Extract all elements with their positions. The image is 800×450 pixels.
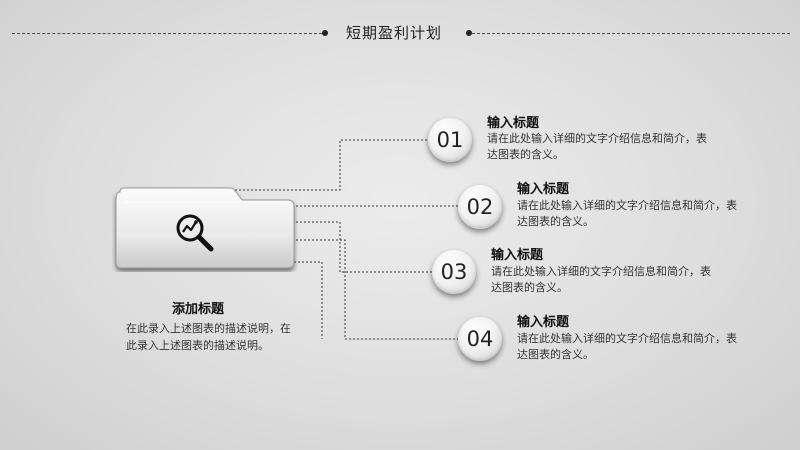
- header-dot-left: [322, 30, 328, 36]
- item-title-02: 输入标题: [517, 182, 570, 197]
- item-description-03: 请在此处输入详细的文字介绍信息和简介，表达图表的含义。: [491, 265, 711, 294]
- item-title-03: 输入标题: [491, 248, 544, 263]
- item-number-02: 02: [458, 185, 502, 229]
- item-title-04: 输入标题: [517, 315, 570, 330]
- folder-card: [115, 187, 295, 269]
- analytics-search-icon: [176, 214, 214, 252]
- center-title: 添加标题: [172, 302, 225, 317]
- header-divider-left: [12, 33, 322, 34]
- header-divider-right: [472, 33, 790, 34]
- page-title: 短期盈利计划: [346, 24, 443, 42]
- center-description: 在此录入上述图表的描述说明，在此录入上述图表的描述说明。: [126, 322, 291, 352]
- item-number-04: 04: [458, 317, 502, 361]
- item-number-01: 01: [428, 118, 472, 162]
- item-description-01: 请在此处输入详细的文字介绍信息和简介，表达图表的含义。: [487, 132, 707, 161]
- connector-04: [292, 239, 458, 340]
- item-description-02: 请在此处输入详细的文字介绍信息和简介，表达图表的含义。: [517, 199, 737, 228]
- connector-03: [292, 221, 432, 273]
- header-dot-right: [466, 30, 472, 36]
- item-number-03: 03: [432, 250, 476, 294]
- item-title-01: 输入标题: [487, 116, 540, 131]
- item-description-04: 请在此处输入详细的文字介绍信息和简介，表达图表的含义。: [517, 332, 737, 361]
